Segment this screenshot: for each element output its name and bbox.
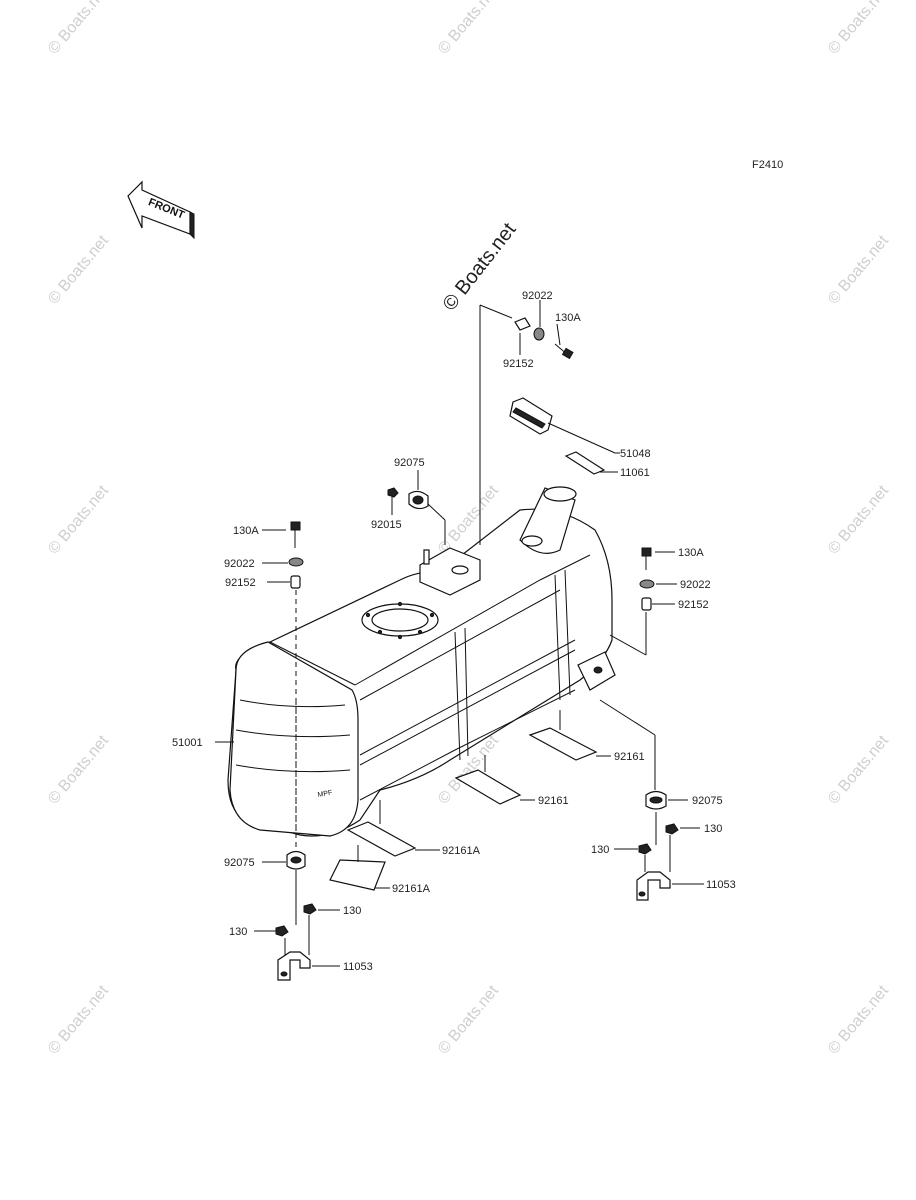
collar-92152-right: [641, 597, 652, 611]
bolt-130-right-a: [665, 823, 679, 835]
label-92075-left: 92075: [224, 857, 255, 869]
bottom-pads: [329, 710, 598, 891]
label-92022-top: 92022: [522, 290, 553, 302]
label-130-left-a: 130: [343, 905, 361, 917]
washer-92022-top: [533, 327, 545, 341]
label-51001: 51001: [172, 737, 203, 749]
bolt-130-left-b: [303, 903, 317, 915]
top-mount: [387, 470, 446, 545]
opening-bolts: [365, 601, 435, 640]
label-130A-right: 130A: [678, 547, 704, 559]
pad-92161-r2: [454, 769, 522, 805]
label-92152-right: 92152: [678, 599, 709, 611]
bolt-130-right-b: [638, 843, 652, 855]
svg-text:MPF: MPF: [317, 790, 333, 799]
washer-92022-left: [288, 557, 304, 567]
watermark: © Boats.net: [825, 0, 892, 58]
watermark: © Boats.net: [45, 232, 112, 308]
label-92161-r1: 92161: [614, 751, 645, 763]
front-arrow-icon: FRONT: [127, 180, 195, 240]
collar-92152-top: [514, 317, 531, 331]
pad-92161A-a: [346, 821, 417, 857]
leader-lines: [215, 529, 704, 967]
bolt-130A-right: [641, 547, 652, 570]
label-92022-left: 92022: [224, 558, 255, 570]
watermark: © Boats.net: [45, 0, 112, 58]
watermark: © Boats.net: [435, 0, 502, 58]
label-130-left-b: 130: [229, 926, 247, 938]
pad-92161A-b: [329, 859, 386, 891]
bolt-130A-left: [290, 521, 301, 548]
label-130A-top: 130A: [555, 312, 581, 324]
washer-92022-right: [639, 579, 655, 589]
collar-92152-left: [290, 575, 301, 589]
label-92152-top: 92152: [503, 358, 534, 370]
center-watermark: © Boats.net: [439, 219, 521, 315]
watermark: © Boats.net: [825, 732, 892, 808]
label-92161A-a: 92161A: [442, 845, 481, 857]
left-hardware: [275, 521, 317, 981]
label-51048: 51048: [620, 448, 651, 460]
label-130-right-a: 130: [704, 823, 722, 835]
watermark: © Boats.net: [435, 982, 502, 1058]
label-92075-right: 92075: [692, 795, 723, 807]
watermark: © Boats.net: [825, 232, 892, 308]
label-11053-left: 11053: [343, 961, 373, 973]
watermark: © Boats.net: [825, 482, 892, 558]
label-92161-r2: 92161: [538, 795, 569, 807]
watermark: © Boats.net: [45, 732, 112, 808]
watermark: © Boats.net: [825, 982, 892, 1058]
bolt-130A-top: [554, 343, 574, 360]
watermark: © Boats.net: [45, 482, 112, 558]
strap-assembly: [509, 397, 620, 475]
label-11061: 11061: [620, 467, 650, 479]
label-11053-right: 11053: [706, 879, 736, 891]
fuel-tank: MPF: [227, 486, 616, 837]
label-92022-right: 92022: [680, 579, 711, 591]
part-labels: 92022 130A 92152 51048 11061 92075 92015…: [172, 290, 736, 973]
label-92152-left: 92152: [225, 577, 256, 589]
right-hardware: [599, 547, 679, 901]
figure-code: F2410: [752, 159, 783, 171]
nut-92015: [387, 487, 399, 498]
watermark: © Boats.net: [45, 982, 112, 1058]
label-92161A-b: 92161A: [392, 883, 431, 895]
bolt-130-left-a: [275, 925, 289, 937]
label-130A-left: 130A: [233, 525, 259, 537]
top-hardware: [479, 300, 574, 545]
label-92015: 92015: [371, 519, 402, 531]
pad-11061: [564, 451, 606, 475]
pad-92161-r1: [528, 727, 598, 761]
label-130-right-b: 130: [591, 844, 609, 856]
label-92075-top: 92075: [394, 457, 425, 469]
